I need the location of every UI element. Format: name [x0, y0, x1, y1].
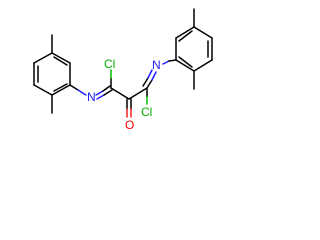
bond: [128, 87, 148, 100]
bond: [193, 26, 213, 39]
bond: [178, 56, 193, 68]
molecule-structure: Cl N O Cl N: [33, 8, 213, 132]
central-chain: [69, 59, 177, 118]
bond: [162, 60, 170, 65]
bond: [69, 84, 79, 91]
chlorine-label-right: Cl: [141, 105, 152, 119]
bond: [33, 52, 53, 64]
bond: [178, 30, 193, 42]
bond: [51, 52, 71, 64]
bond: [168, 59, 177, 62]
bond: [77, 89, 87, 96]
bond: [51, 84, 71, 96]
left-aryl-ring: [33, 34, 71, 114]
bond: [103, 89, 113, 96]
oxygen-label: O: [125, 118, 134, 132]
bond: [142, 77, 149, 87]
nitrogen-label-right: N: [152, 58, 161, 72]
bond: [53, 56, 68, 66]
bond: [147, 69, 153, 79]
bond: [175, 26, 195, 39]
bond: [33, 84, 53, 96]
bond: [110, 87, 130, 100]
bond: [151, 71, 157, 81]
bond: [95, 90, 104, 96]
right-aryl-ring: [175, 8, 213, 90]
bond: [193, 59, 213, 72]
bond: [102, 85, 111, 92]
bond: [175, 59, 195, 72]
bond: [96, 94, 105, 100]
nitrogen-label-left: N: [87, 90, 96, 104]
bond: [146, 79, 153, 89]
chlorine-label-left: Cl: [104, 57, 115, 71]
bond: [53, 83, 68, 92]
